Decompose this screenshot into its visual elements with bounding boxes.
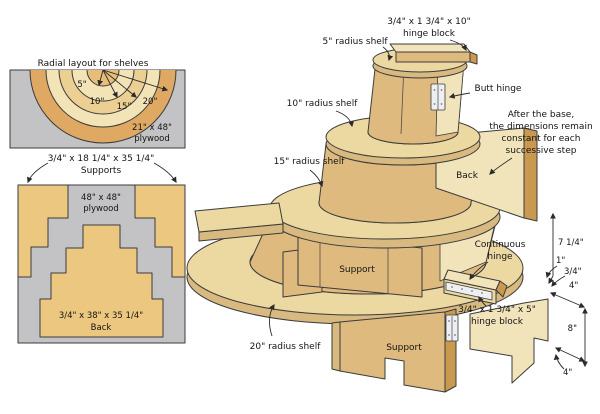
note-line4: successive step xyxy=(506,146,577,156)
label-shelf-10: 10" radius shelf xyxy=(287,99,359,109)
label-hinge-block-10-size: 3/4" x 1 3/4" x 10" xyxy=(387,17,471,27)
supports-layout-inset: 3/4" x 18 1/4" x 35 1/4" Supports 48" x … xyxy=(17,154,186,344)
supports-plywood-size: 48" x 48" xyxy=(81,193,121,203)
dim-label-1: 1" xyxy=(556,256,565,266)
label-back: Back xyxy=(456,171,479,181)
supports-title-size: 3/4" x 18 1/4" x 35 1/4" xyxy=(48,154,155,164)
dim-label-8: 8" xyxy=(568,324,577,334)
spiral-step-assembly xyxy=(186,43,549,393)
supports-arrow-left xyxy=(27,162,49,184)
butt-hinge-upper xyxy=(430,83,446,111)
supports-title-word: Supports xyxy=(81,166,122,176)
label-shelf-20: 20" radius shelf xyxy=(250,342,322,352)
radius-arrow-5 xyxy=(97,70,104,87)
leader-butt-hinge xyxy=(448,92,471,99)
hinge-block-10 xyxy=(389,43,478,65)
shelf-15-end-top xyxy=(194,202,284,233)
leader-shelf-20 xyxy=(269,304,275,337)
back-piece-word: Back xyxy=(91,323,112,333)
note-line2: the dimensions remain xyxy=(489,122,592,132)
radial-layout-inset: Radial layout for shelves 5" 10" 15" 20"… xyxy=(9,59,186,149)
note-line3: constant for each xyxy=(502,134,581,144)
hinge-block-10-front xyxy=(395,51,471,63)
dim-leader-1 xyxy=(545,265,558,279)
dimensions: 7 1/4" 1" 3/4" 4" 8" 4" xyxy=(545,212,588,378)
hinge-block-5-end xyxy=(495,280,508,298)
leader-hinge-block-10 xyxy=(449,39,467,52)
label-continuous-hinge-2: hinge xyxy=(487,252,513,262)
label-shelf-5: 5" radius shelf xyxy=(322,37,388,47)
back-piece-size: 3/4" x 38" x 35 1/4" xyxy=(59,311,143,321)
leader-note xyxy=(489,157,513,175)
hinge-block-10-top xyxy=(389,43,471,53)
label-hinge-block-10-word: hinge block xyxy=(403,29,456,39)
dim-label-4b: 4" xyxy=(563,368,572,378)
dim-label-4a: 4" xyxy=(569,281,578,291)
callouts: 5" radius shelf 3/4" x 1 3/4" x 10" hing… xyxy=(250,17,593,353)
dim-leader-4b xyxy=(553,353,565,370)
radial-plywood-size: 21" x 48" xyxy=(132,123,172,133)
radial-plywood-word: plywood xyxy=(134,134,170,144)
radial-inset-title: Radial layout for shelves xyxy=(38,59,149,69)
back-piece xyxy=(39,224,164,338)
radius-label-15: 15" xyxy=(117,102,132,112)
label-support-mid: Support xyxy=(339,265,375,275)
continuous-hinge-strip xyxy=(445,281,493,301)
radius-label-20: 20" xyxy=(143,97,158,107)
label-continuous-hinge-1: Continuous xyxy=(475,240,526,250)
label-hinge-block-5-size: 3/4" x 1 3/4" x 5" xyxy=(458,305,536,315)
lower-support-left-edge xyxy=(331,321,341,372)
radius-arrow-10 xyxy=(102,70,118,99)
shelf-rings xyxy=(29,70,177,144)
dim-tick-7-1-4 xyxy=(548,275,554,285)
label-hinge-block-5-word: hinge block xyxy=(471,317,524,327)
leader-shelf-15 xyxy=(309,169,324,188)
mid-support xyxy=(282,235,423,298)
leader-shelf-5 xyxy=(382,46,394,62)
back-panel-15-post xyxy=(523,127,538,222)
hinge-block-10-end xyxy=(469,51,478,65)
supports-plywood-word: plywood xyxy=(83,204,119,214)
radius-label-10: 10" xyxy=(90,97,105,107)
dim-leader-3-4 xyxy=(551,275,566,287)
leader-shelf-10 xyxy=(335,110,354,128)
label-butt-hinge: Butt hinge xyxy=(475,84,522,94)
label-shelf-15: 15" radius shelf xyxy=(274,157,346,167)
support-piece-left xyxy=(17,184,69,278)
lower-back-notched-panel xyxy=(469,298,549,384)
butt-hinge-lower xyxy=(445,314,459,342)
lower-assembly xyxy=(331,298,549,393)
support-piece-right xyxy=(134,184,186,278)
note-line1: After the base, xyxy=(508,110,574,120)
dim-label-7-1-4: 7 1/4" xyxy=(558,238,584,248)
radius-arrow-20 xyxy=(102,70,169,92)
leader-continuous-hinge xyxy=(469,261,489,280)
leader-hinge-block-5 xyxy=(478,295,487,307)
dim-line-4b xyxy=(554,347,586,362)
radius-label-5: 5" xyxy=(77,80,86,90)
radius-arrow-15 xyxy=(102,70,137,98)
label-support-low: Support xyxy=(386,343,422,353)
supports-arrow-right xyxy=(153,162,177,184)
dim-line-4a xyxy=(549,292,586,308)
dim-label-3-4: 3/4" xyxy=(564,267,582,277)
